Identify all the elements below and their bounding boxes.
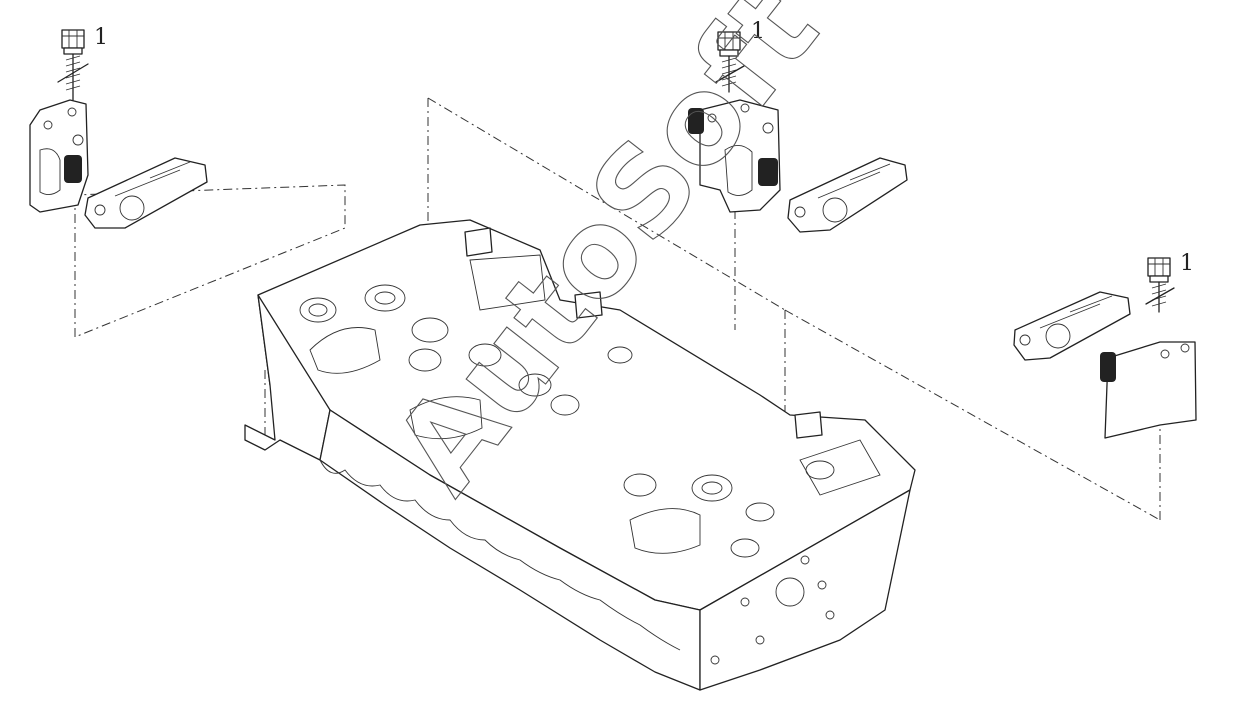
cylinder-head (244, 219, 916, 691)
alignment-lines (74, 97, 1161, 521)
bolt-left (57, 29, 89, 101)
bolt-center (715, 31, 745, 93)
rocker-arm-center (787, 157, 908, 233)
rocker-support-left (29, 99, 89, 213)
left-rocker-assembly (29, 29, 208, 229)
rocker-arm-right (1013, 291, 1131, 361)
rocker-arm-left (84, 157, 208, 229)
rocker-support-right (1100, 341, 1197, 439)
bolt-right (1145, 257, 1175, 313)
center-rocker-assembly (688, 31, 908, 233)
callout-labels: 1 1 1 (94, 19, 1194, 276)
callout-label-bolt-right: 1 (1180, 251, 1194, 276)
callout-label-bolt-center: 1 (751, 19, 765, 44)
right-rocker-assembly (1013, 257, 1197, 439)
valve-ports (299, 254, 881, 558)
rocker-support-center (688, 99, 781, 213)
callout-label-bolt-left: 1 (94, 25, 108, 50)
